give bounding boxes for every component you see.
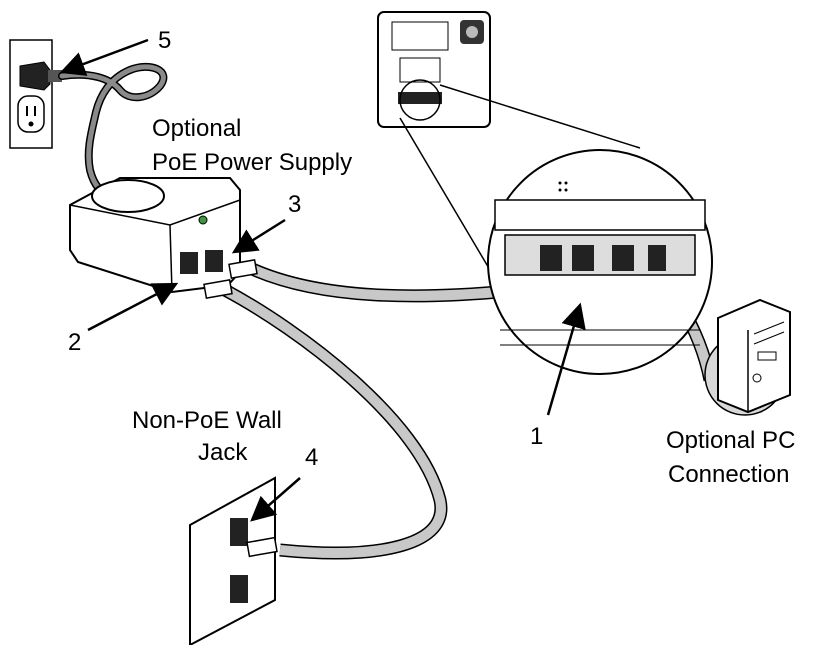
poe-supply-label-line2: PoE Power Supply	[152, 149, 352, 176]
wall-jack-label-line1: Non-PoE Wall	[132, 407, 282, 434]
computer-tower-icon	[704, 298, 791, 416]
callout-1: 1	[530, 423, 543, 450]
callout-4: 4	[305, 444, 318, 471]
phone-icon	[377, 11, 491, 128]
outlet-icon	[9, 39, 53, 149]
callout-2: 2	[68, 329, 81, 356]
callout-3: 3	[288, 191, 301, 218]
ethernet-cables	[221, 255, 717, 560]
poe-supply-label-line1: Optional	[152, 115, 241, 142]
magnified-port-view	[487, 149, 713, 375]
pc-label-line2: Connection	[668, 461, 789, 488]
wall-plate-icon	[189, 476, 278, 645]
poe-injector-icon	[69, 177, 241, 294]
callout-5: 5	[158, 27, 171, 54]
pc-label-line1: Optional PC	[666, 427, 795, 454]
wall-jack-label-line2: Jack	[198, 439, 248, 466]
power-plug-icon	[19, 61, 62, 91]
